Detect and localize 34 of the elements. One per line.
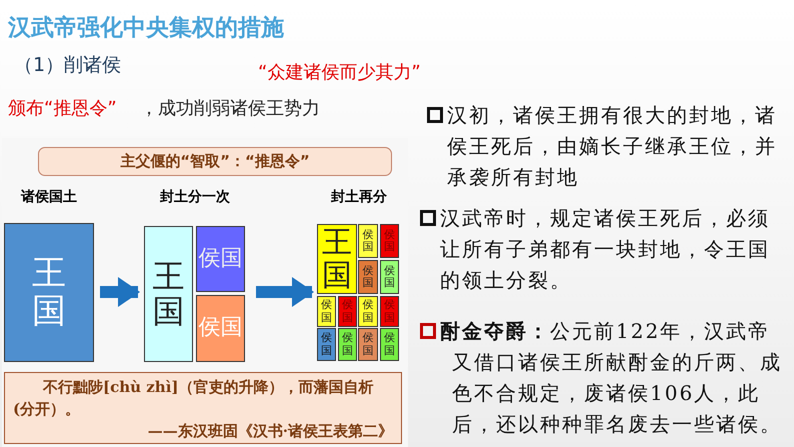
- bullet-text: 汉初，诸侯王拥有很大的封地，诸侯王死后，由嫡长子继承王位，并承袭所有封地: [447, 102, 778, 191]
- territory-box: 侯国: [196, 226, 245, 292]
- territory-box: 王国: [4, 223, 94, 362]
- territory-box: 侯国: [380, 260, 399, 294]
- territory-box: 侯国: [380, 224, 399, 258]
- territory-box: 侯国: [338, 328, 357, 361]
- territory-box: 王国: [144, 226, 193, 362]
- territory-box: 侯国: [380, 328, 399, 361]
- quote-box: [4, 372, 402, 444]
- title: 汉武帝强化中央集权的措施: [8, 14, 284, 43]
- bullet-text: 汉武帝时，规定诸侯王死后，必须让所有子弟都有一块封地，令王国的领土分裂。: [440, 205, 771, 294]
- territory-box: 侯国: [358, 224, 378, 258]
- banner-box: 主父偃的“智取”：“推恩令”: [38, 147, 392, 176]
- territory-box: 侯国: [317, 328, 336, 361]
- territory-box: 侯国: [380, 296, 399, 327]
- summary-text: ，成功削弱诸侯王势力: [140, 97, 321, 120]
- quote-text: 不行黜陟[chù zhì]（官吏的升降），而藩国自析(分开）。: [13, 378, 374, 418]
- territory-box: 侯国: [196, 295, 245, 362]
- decree-text: 颁布“推恩令”: [8, 97, 118, 120]
- section-heading: （1）削诸侯: [14, 53, 122, 78]
- stage-heading: 诸侯国土: [20, 188, 78, 206]
- block-arrow: [100, 277, 140, 307]
- block-arrow: [256, 277, 314, 307]
- territory-box: 侯国: [358, 260, 378, 294]
- stage-heading: 封土分一次: [159, 188, 231, 206]
- territory-box: 侯国: [358, 328, 378, 361]
- territory-box: 王国: [317, 224, 357, 294]
- citation-text: ——东汉班固《汉书·诸侯王表第二》: [148, 422, 393, 440]
- territory-box: 侯国: [317, 296, 336, 327]
- quote-text: “众建诸侯而少其力”: [258, 61, 422, 84]
- stage-heading: 封土再分: [330, 188, 388, 206]
- territory-box: 侯国: [358, 296, 378, 327]
- territory-box: 侯国: [338, 296, 357, 327]
- bullet-text: 酎金夺爵：公元前122年，汉武帝又借口诸侯王所献酎金的斤两、成色不合规定，废诸侯106人，此后，还以种种罪名废去一些诸侯。: [440, 318, 783, 438]
